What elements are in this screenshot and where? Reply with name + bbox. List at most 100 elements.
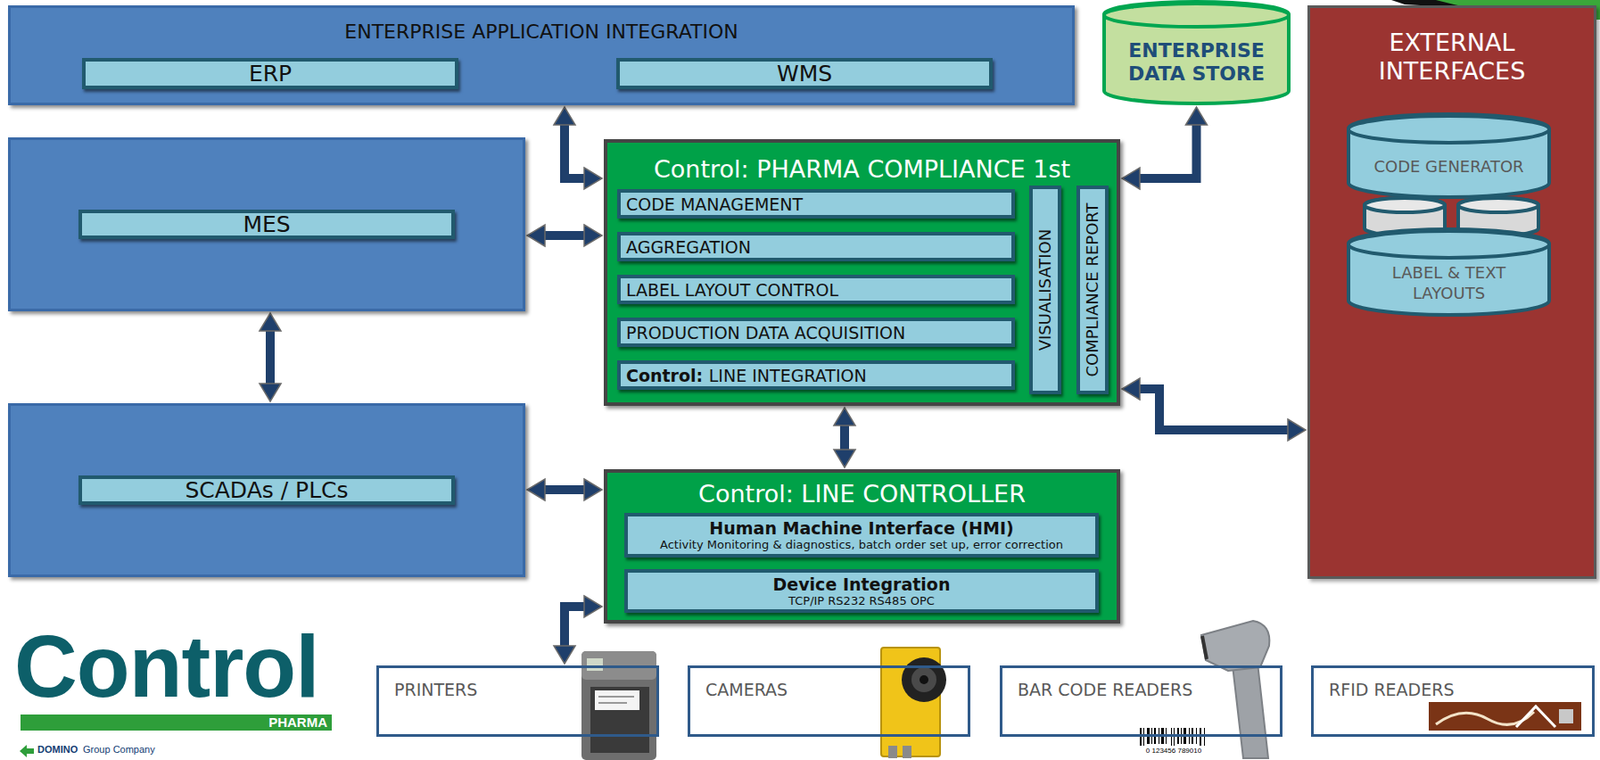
scanner-illustration (1201, 620, 1270, 759)
scanner-grip (1232, 662, 1269, 759)
system-panel: MES (8, 137, 526, 312)
function-label: PRODUCTION DATA ACQUISITION (626, 321, 906, 344)
camera-lens (911, 667, 937, 693)
device-label: RFID READERS (1313, 668, 1592, 701)
database-label: LABEL & TEXT LAYOUTS (1346, 261, 1551, 305)
company-suffix: Group Company (82, 742, 156, 756)
camera-lens (919, 675, 929, 685)
scanner-head (1201, 620, 1270, 671)
rfid-chip (1558, 709, 1574, 724)
function-bar: Control: LINE INTEGRATION (617, 360, 1015, 390)
device-label: PRINTERS (379, 668, 657, 701)
function-label: LINE INTEGRATION (709, 364, 867, 387)
system-name: MES (78, 209, 455, 240)
box-text: Human Machine Interface (HMI) (709, 518, 1014, 538)
function-bar: LABEL LAYOUT CONTROL (617, 274, 1015, 305)
integration-band: ENTERPRISE APPLICATION INTEGRATION ERP WMS (8, 5, 1075, 106)
small-database-top (1364, 197, 1445, 213)
database-cylinder: CODE GENERATOR (1346, 114, 1551, 199)
database-cylinder: LABEL & TEXT LAYOUTS (1346, 229, 1551, 317)
company-icon (19, 744, 34, 758)
system-name: SCADAs / PLCs (78, 475, 455, 505)
control-module: Control: LINE CONTROLLERHuman Machine In… (603, 469, 1121, 624)
double-arrow (544, 230, 585, 240)
double-arrow (1139, 388, 1288, 430)
printer-paper-line (598, 695, 635, 698)
double-arrow (544, 485, 585, 495)
logo-tagline: PHARMA (20, 713, 328, 731)
double-arrow (1139, 124, 1197, 179)
double-arrow (265, 330, 275, 384)
barcode-bar (1143, 727, 1145, 746)
control-module: Control: PHARMA COMPLIANCE 1stCODE MANAG… (603, 139, 1121, 406)
camera-connector (888, 745, 898, 759)
printer-front (590, 686, 650, 753)
cylinder-top (1348, 230, 1550, 258)
printer-paper (594, 690, 640, 710)
function-box: Human Machine Interface (HMI)Activity Mo… (624, 512, 1099, 558)
panel-title: EXTERNAL INTERFACES (1310, 8, 1594, 86)
barcode-digits: 0 123456 789010 (1132, 746, 1215, 756)
system-bar: WMS (616, 57, 993, 90)
external-panel: EXTERNAL INTERFACES CODE GENERATOR LABEL &… (1307, 5, 1597, 579)
device-box: PRINTERS (376, 665, 660, 737)
function-label: LABEL LAYOUT CONTROL (626, 279, 839, 301)
printer-display (586, 658, 603, 671)
box-text: Activity Monitoring & diagnostics, batch… (659, 537, 1064, 553)
band-title: ENTERPRISE APPLICATION INTEGRATION (10, 8, 1073, 44)
function-bar: PRODUCTION DATA ACQUISITION (617, 317, 1015, 347)
small-database-top (1458, 197, 1539, 213)
camera-lens (901, 657, 947, 702)
function-bar: CODE MANAGEMENT (617, 189, 1015, 219)
scanner-window (1202, 635, 1207, 660)
system-panel: SCADAs / PLCs (8, 403, 526, 578)
double-arrow (564, 606, 585, 646)
camera-connector (902, 745, 912, 759)
double-arrow (840, 425, 850, 450)
company-name: DOMINO (37, 742, 78, 756)
barcode-ground (1138, 727, 1210, 746)
barcode-bar (1139, 727, 1142, 746)
cylinder-body (1348, 114, 1550, 198)
device-box: CAMERAS (687, 665, 971, 737)
device-label: BAR CODE READERS (1002, 668, 1280, 701)
vertical-label: VISUALISATION (1035, 229, 1056, 352)
rfid-illustration (1428, 701, 1582, 731)
vertical-function-bar: VISUALISATION (1029, 185, 1062, 395)
function-label: AGGREGATION (626, 236, 751, 258)
system-name: WMS (776, 62, 833, 85)
device-box: RFID READERS (1311, 665, 1595, 737)
box-text: TCP/IP RS232 RS485 OPC (788, 593, 935, 609)
barcode-bar (1199, 727, 1202, 746)
database-label: ENTERPRISE DATA STORE (1102, 30, 1291, 95)
database-label: CODE GENERATOR (1346, 146, 1551, 187)
vertical-label: COMPLIANCE REPORT (1082, 203, 1103, 378)
external-panel-fill (1307, 5, 1597, 579)
function-label: Control: (626, 364, 703, 387)
function-bar: AGGREGATION (617, 231, 1015, 262)
logo-bar (20, 714, 332, 731)
module-title: Control: LINE CONTROLLER (607, 472, 1117, 509)
logo-wordmark: Control (14, 622, 319, 710)
cylinder-top (1348, 115, 1550, 143)
module-title: Control: PHARMA COMPLIANCE 1st (607, 142, 1117, 184)
barcode-bar (1173, 727, 1175, 746)
printer-paper-line (598, 701, 627, 704)
device-label: CAMERAS (690, 668, 968, 701)
rfid-tag (1428, 701, 1582, 731)
system-name: ERP (248, 62, 292, 85)
system-bar: ERP (82, 57, 459, 90)
vertical-function-bar: COMPLIANCE REPORT (1076, 185, 1109, 395)
function-box: Device IntegrationTCP/IP RS232 RS485 OPC (624, 569, 1099, 613)
cylinder-top (1104, 3, 1289, 27)
box-text: Device Integration (773, 574, 951, 594)
database-cylinder: ENTERPRISE DATA STORE (1102, 1, 1291, 106)
barcode-bar (1171, 727, 1172, 746)
double-arrow (564, 124, 585, 179)
camera-illustration (881, 647, 947, 759)
barcode-bar (1204, 727, 1205, 746)
function-label: CODE MANAGEMENT (626, 193, 803, 215)
barcode-illustration (1138, 727, 1210, 746)
rfid-antenna (1516, 706, 1556, 727)
cylinder-outline (1346, 114, 1551, 199)
